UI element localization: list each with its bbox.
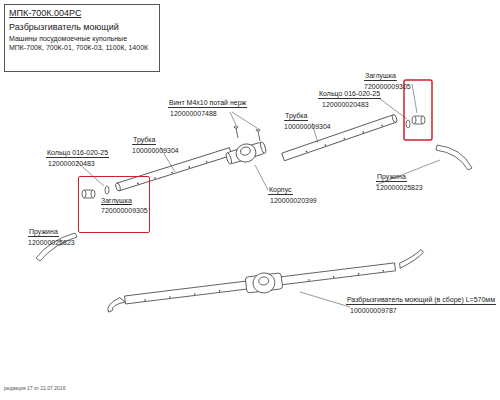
tube (282, 114, 398, 161)
title-text: Разбрызгиватель моющий (5, 22, 159, 33)
housing (224, 138, 268, 167)
part-number: 120000007488 (170, 110, 217, 118)
part-number: 120000020483 (322, 101, 369, 109)
part-name: Кольцо 016-020-25 (46, 149, 109, 158)
part-name: Корпус (268, 186, 293, 195)
leader-line (60, 84, 440, 307)
part-name: Разбрызгиватель моющий (в сборе) L=570мм (346, 296, 496, 305)
part-number: 120000025823 (376, 184, 423, 192)
part-name: Заглушка (364, 72, 397, 81)
part-number: 100000009304 (284, 123, 331, 131)
part-name: Винт М4х10 потай нерж (168, 99, 247, 108)
part-name: Трубка (132, 136, 156, 145)
spring-blade (36, 233, 77, 261)
revision-note: редакция 17 от 21.07.2016 (4, 384, 65, 392)
part-number: 720000009305 (79, 207, 149, 216)
title-text: Машины посудомоечные купольные МПК-700К,… (5, 35, 159, 52)
screw (234, 126, 260, 141)
title-block: МПК-700К.004РС Разбрызгиватель моющийМаши… (4, 4, 160, 72)
part-name: Заглушка (79, 197, 149, 206)
part-number: 100000009304 (132, 147, 179, 155)
part-number: 120000025823 (28, 239, 75, 247)
highlight-box: Заглушка720000009305 (78, 176, 150, 233)
part-number: 720000009305 (364, 83, 411, 91)
part-number: 100000009787 (350, 307, 397, 315)
plug (82, 116, 425, 198)
tube (115, 148, 232, 192)
part-number: 120000020483 (48, 160, 95, 168)
spring-blade (436, 145, 472, 170)
part-name: Пружина (376, 173, 407, 182)
o-ring (105, 186, 109, 194)
o-ring (406, 120, 410, 128)
part-name: Трубка (284, 112, 308, 121)
drawing-number: МПК-700К.004РС (5, 8, 159, 19)
part-name: Пружина (28, 228, 59, 237)
part-number: 120000020399 (270, 197, 317, 205)
part-name: Кольцо 016-020-25 (318, 90, 381, 99)
